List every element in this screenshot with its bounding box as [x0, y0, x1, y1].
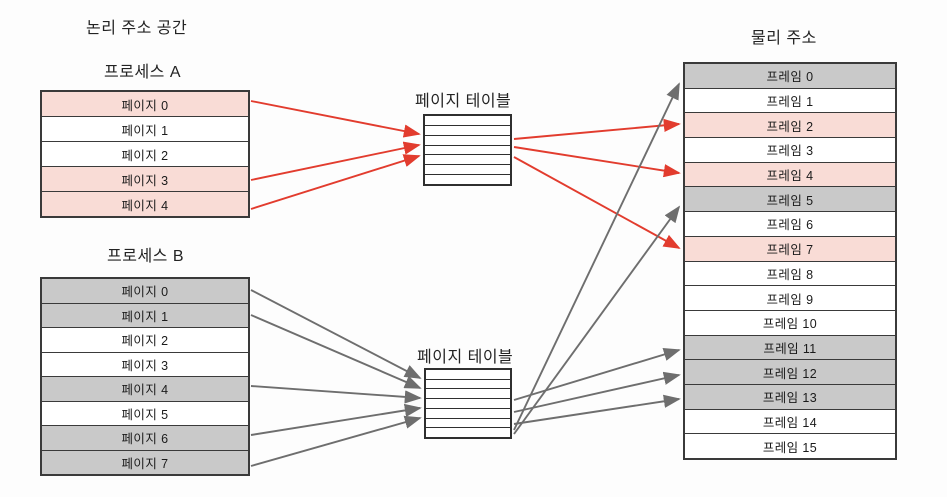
page-table-top-entry-6 [425, 175, 510, 184]
arrow-to-frame2 [513, 118, 681, 140]
frame-row-14: 프레임 14 [685, 409, 895, 435]
frame-row-6: 프레임 6 [685, 212, 895, 237]
arrow-group-process-b-to-page-table [250, 289, 422, 467]
arrow-to-frame12 [513, 371, 681, 413]
process-b-page-row-4: 페이지 4 [42, 377, 248, 402]
process-b-title: 프로세스 B [107, 248, 184, 265]
frame-row-5: 프레임 5 [685, 187, 895, 213]
process-a-title: 프로세스 A [104, 64, 181, 81]
arrow-group-page-table-to-frames-a [513, 118, 681, 249]
process-a-page-row-1: 페이지 1 [42, 117, 248, 142]
page-table-top-entry-5 [425, 165, 510, 176]
arrow-to-frame7 [513, 156, 681, 249]
page-table-top [423, 114, 512, 186]
process-b-page-row-5: 페이지 5 [42, 401, 248, 426]
frame-row-15: 프레임 15 [685, 434, 895, 458]
frame-row-4: 프레임 4 [685, 162, 895, 188]
process-a-page-row-0: 페이지 0 [42, 92, 248, 117]
physical-address-title: 물리 주소 [751, 30, 817, 47]
page-table-bottom-entry-0 [426, 370, 510, 380]
frame-row-2: 프레임 2 [685, 113, 895, 139]
process-a-page-row-4: 페이지 4 [42, 192, 248, 216]
arrow-b-page1 [250, 314, 422, 389]
arrow-to-frame13 [513, 394, 681, 425]
process-b-page-row-2: 페이지 2 [42, 328, 248, 353]
process-b-page-row-6: 페이지 6 [42, 426, 248, 451]
page-table-top-entry-1 [425, 126, 510, 136]
page-table-bottom-entry-2 [426, 389, 510, 400]
arrow-a-page0 [250, 100, 421, 138]
frame-row-7: 프레임 7 [685, 236, 895, 262]
frame-row-12: 프레임 12 [685, 360, 895, 385]
process-b-page-row-1: 페이지 1 [42, 303, 248, 328]
frame-row-10: 프레임 10 [685, 310, 895, 336]
process-b-page-row-3: 페이지 3 [42, 352, 248, 377]
frame-row-8: 프레임 8 [685, 261, 895, 287]
arrow-to-frame4 [513, 146, 681, 178]
arrow-b-page4 [250, 385, 422, 404]
arrow-a-page4 [250, 154, 421, 210]
arrow-to-frame11 [513, 348, 681, 401]
page-table-bottom-entry-6 [426, 428, 510, 437]
frame-row-3: 프레임 3 [685, 138, 895, 163]
arrow-group-process-a-to-page-table [250, 100, 421, 210]
page-table-bottom [424, 368, 512, 439]
arrow-to-frame5 [513, 205, 681, 435]
arrow-b-page6 [250, 403, 422, 436]
frame-row-9: 프레임 9 [685, 286, 895, 311]
page-table-bottom-title: 페이지 테이블 [417, 349, 514, 366]
arrow-group-page-table-to-frames-b [513, 82, 681, 435]
page-table-top-title: 페이지 테이블 [415, 93, 512, 110]
frame-row-1: 프레임 1 [685, 88, 895, 114]
arrow-to-frame0 [513, 82, 680, 431]
arrow-b-page7 [250, 415, 422, 467]
page-table-bottom-entry-1 [426, 380, 510, 390]
process-a-page-row-2: 페이지 2 [42, 142, 248, 167]
arrow-b-page0 [250, 289, 422, 379]
page-table-top-entry-0 [425, 116, 510, 126]
frame-row-11: 프레임 11 [685, 335, 895, 361]
frame-row-0: 프레임 0 [685, 64, 895, 89]
page-table-top-entry-3 [425, 146, 510, 156]
page-table-bottom-entry-5 [426, 419, 510, 429]
process-b-page-row-0: 페이지 0 [42, 279, 248, 304]
page-table-top-entry-2 [425, 136, 510, 146]
process-b-page-row-7: 페이지 7 [42, 450, 248, 474]
logical-address-space-title: 논리 주소 공간 [86, 20, 188, 37]
page-table-bottom-entry-4 [426, 409, 510, 419]
frame-row-13: 프레임 13 [685, 384, 895, 410]
arrow-a-page3 [250, 141, 421, 181]
page-table-top-entry-4 [425, 155, 510, 166]
page-table-bottom-entry-3 [426, 399, 510, 409]
process-a-page-row-3: 페이지 3 [42, 167, 248, 192]
